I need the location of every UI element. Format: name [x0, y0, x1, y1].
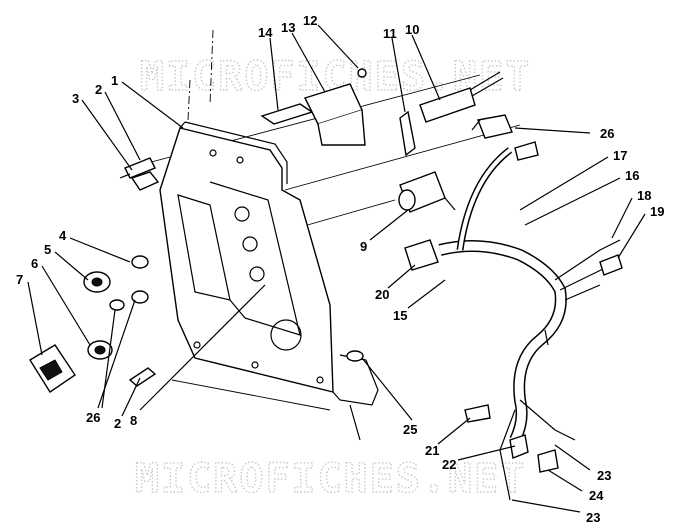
callout-26-left: 26 — [86, 410, 100, 425]
callout-18: 18 — [637, 188, 651, 203]
callout-10: 10 — [405, 22, 419, 37]
callout-2-bottom: 2 — [114, 416, 121, 431]
callout-3: 3 — [72, 91, 79, 106]
callout-13: 13 — [281, 20, 295, 35]
switch-components — [398, 114, 513, 213]
mounting-panel — [159, 121, 379, 441]
callout-25: 25 — [403, 422, 417, 437]
hardware-top — [260, 68, 504, 157]
callout-24: 24 — [589, 488, 604, 503]
callout-23-lower: 23 — [586, 510, 600, 525]
callout-22: 22 — [442, 457, 456, 472]
callout-20: 20 — [375, 287, 389, 302]
callout-19: 19 — [650, 204, 664, 219]
callout-14: 14 — [258, 25, 273, 40]
callout-9: 9 — [360, 239, 367, 254]
callout-6: 6 — [31, 256, 38, 271]
callout-7: 7 — [16, 272, 23, 287]
callout-21: 21 — [425, 443, 439, 458]
callout-5: 5 — [44, 242, 51, 257]
wiring-harness — [404, 141, 623, 501]
washer-25 — [346, 350, 364, 362]
watermark-bottom: MICROFICHES.NET — [135, 456, 526, 502]
callout-8: 8 — [130, 413, 137, 428]
callout-4: 4 — [59, 228, 67, 243]
leader-lines — [27, 24, 646, 513]
callout-11: 11 — [383, 26, 397, 41]
hardware-left — [29, 157, 160, 393]
callout-26-right: 26 — [600, 126, 614, 141]
callout-15: 15 — [393, 308, 407, 323]
callout-23-upper: 23 — [597, 468, 611, 483]
callout-12: 12 — [303, 13, 317, 28]
callout-17: 17 — [613, 148, 627, 163]
callout-2-top: 2 — [95, 82, 102, 97]
callout-1: 1 — [111, 73, 118, 88]
callout-16: 16 — [625, 168, 639, 183]
callout-labels: 1 2 3 4 5 6 7 26 2 8 14 13 12 11 10 26 1… — [16, 13, 664, 525]
